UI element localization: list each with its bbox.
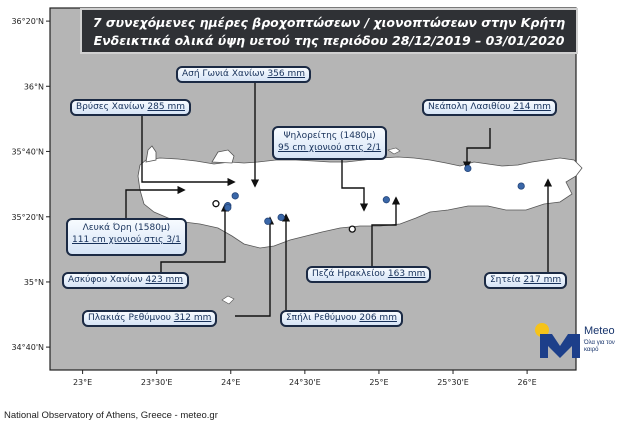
station-marker-asi-gonia bbox=[231, 192, 239, 200]
leader-peza bbox=[371, 196, 401, 266]
station-value: 111 cm χιονιού στις 3/1 bbox=[72, 235, 181, 245]
station-marker-neapoli bbox=[464, 164, 472, 173]
title-line-1: 7 συνεχόμενες ημέρες βροχοπτώσεων / χιον… bbox=[92, 15, 566, 30]
station-name: Πλακιάς Ρεθύμνου bbox=[88, 313, 171, 323]
station-value: 217 mm bbox=[523, 275, 562, 285]
label-vryses: Βρύσες Χανίων 285 mm bbox=[70, 99, 191, 116]
station-value: 356 mm bbox=[267, 69, 306, 79]
leader-askyfou bbox=[160, 203, 230, 272]
lat-tick-label: 35°20'N bbox=[11, 213, 44, 222]
dia-island bbox=[387, 147, 401, 155]
station-name: Ασκύφου Χανίων bbox=[68, 275, 143, 285]
station-marker-peza bbox=[382, 196, 390, 204]
gavdos-island bbox=[221, 295, 235, 305]
label-asi-gonia: Ασή Γωνιά Χανίων 356 mm bbox=[176, 66, 312, 83]
logo-name: Meteo bbox=[584, 325, 615, 337]
lat-tick-label: 36°20'N bbox=[11, 17, 44, 26]
title-box: 7 συνεχόμενες ημέρες βροχοπτώσεων / χιον… bbox=[80, 8, 578, 54]
lon-tick-label: 25°E bbox=[369, 378, 388, 387]
leader-vryses bbox=[141, 114, 236, 187]
label-psiloritis: Ψηλορείτης (1480μ) 95 cm χιονιού στις 2/… bbox=[272, 126, 388, 160]
gramvousa-peninsula bbox=[145, 145, 157, 163]
station-value: 206 mm bbox=[359, 313, 397, 323]
leader-psiloritis bbox=[341, 160, 369, 212]
station-name: Ψηλορείτης (1480μ) bbox=[283, 131, 376, 141]
lat-tick-label: 35°40'N bbox=[11, 147, 44, 156]
leader-plakias bbox=[235, 216, 275, 317]
station-value: 423 mm bbox=[145, 275, 184, 285]
label-lefka-ori: Λευκά Όρη (1580μ) 111 cm χιονιού στις 3/… bbox=[66, 218, 187, 256]
station-marker-siteia bbox=[517, 182, 525, 190]
station-marker-plakias bbox=[264, 217, 272, 225]
station-name: Ασή Γωνιά Χανίων bbox=[182, 69, 265, 79]
snow-marker-lefka-ori bbox=[212, 200, 220, 208]
lon-tick-label: 26°E bbox=[517, 378, 536, 387]
station-value: 312 mm bbox=[173, 313, 212, 323]
station-value: 95 cm χιονιού στις 2/1 bbox=[278, 143, 382, 153]
station-value: 285 mm bbox=[147, 102, 185, 112]
station-name: Βρύσες Χανίων bbox=[76, 102, 145, 112]
logo-tagline: Όλα για τον καιρό bbox=[584, 340, 615, 353]
meteo-logo bbox=[535, 323, 580, 358]
lon-tick-label: 23°30'E bbox=[141, 378, 173, 387]
label-neapoli: Νεάπολη Λασιθίου 214 mm bbox=[422, 99, 557, 116]
source-credit: National Observatory of Athens, Greece -… bbox=[4, 410, 218, 421]
lat-tick-label: 35°N bbox=[24, 278, 44, 287]
label-spili: Σπήλι Ρεθύμνου 206 mm bbox=[280, 310, 403, 327]
leader-neapoli bbox=[462, 128, 491, 170]
label-plakias: Πλακιάς Ρεθύμνου 312 mm bbox=[82, 310, 218, 327]
crete-landmass bbox=[137, 156, 583, 249]
station-value: 214 mm bbox=[513, 102, 551, 112]
label-askyfou: Ασκύφου Χανίων 423 mm bbox=[62, 272, 190, 289]
station-marker-spili bbox=[277, 213, 285, 221]
label-siteia: Σητεία 217 mm bbox=[484, 272, 568, 289]
station-name: Πεζά Ηρακλείου bbox=[312, 269, 385, 279]
lon-tick-label: 25°30'E bbox=[437, 378, 469, 387]
station-name: Λευκά Όρη (1580μ) bbox=[82, 223, 171, 233]
lat-tick-label: 36°N bbox=[24, 82, 44, 91]
logo-m-mark bbox=[540, 334, 580, 358]
logo-sun bbox=[535, 323, 549, 337]
lon-tick-label: 23°E bbox=[73, 378, 92, 387]
leader-lefka-ori bbox=[125, 185, 186, 218]
lon-tick-label: 24°E bbox=[221, 378, 240, 387]
akrotiri-peninsula bbox=[211, 149, 235, 164]
station-value: 163 mm bbox=[387, 269, 426, 279]
title-line-2: Ενδεικτικά ολικά ύψη υετού της περιόδου … bbox=[93, 33, 565, 48]
label-peza: Πεζά Ηρακλείου 163 mm bbox=[306, 266, 432, 283]
snow-marker-psiloritis bbox=[348, 225, 356, 233]
station-name: Σπήλι Ρεθύμνου bbox=[286, 313, 357, 323]
station-name: Νεάπολη Λασιθίου bbox=[428, 102, 511, 112]
station-marker-askyfou bbox=[224, 203, 232, 212]
station-name: Σητεία bbox=[490, 275, 521, 285]
lat-tick-label: 34°40'N bbox=[11, 343, 44, 352]
lon-tick-label: 24°30'E bbox=[289, 378, 321, 387]
